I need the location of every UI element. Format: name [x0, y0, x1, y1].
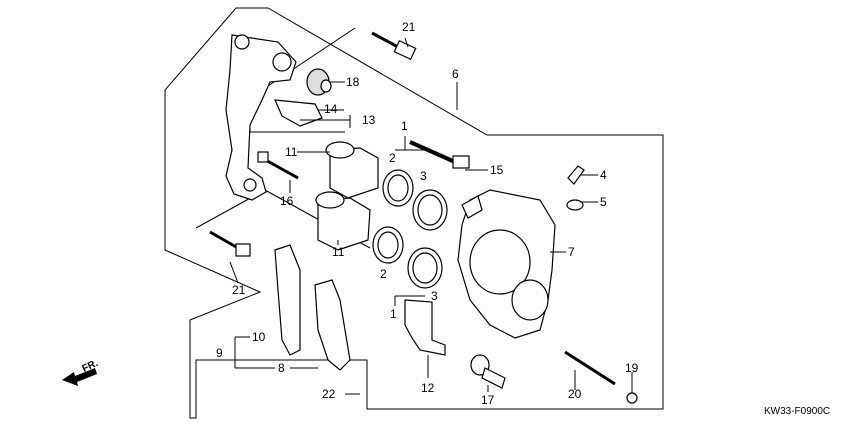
callout-19: 19	[625, 361, 639, 375]
pin-15-part	[409, 140, 470, 169]
callout-15: 15	[490, 163, 504, 177]
callout-18: 18	[346, 75, 360, 89]
callout-5: 5	[600, 195, 607, 209]
caliper-bracket-part	[225, 34, 297, 201]
callout-11-lower: 11	[332, 245, 345, 259]
pad-pin-20-part	[564, 350, 616, 386]
front-direction-arrow-icon	[62, 368, 97, 386]
bolt-21-upper-part	[371, 31, 417, 61]
callout-12: 12	[421, 381, 435, 395]
pad-spring-12-part	[404, 299, 446, 356]
front-direction-label: FR.	[81, 358, 100, 375]
callout-10: 10	[252, 330, 266, 344]
bolt-21-lower-part	[209, 230, 251, 257]
callout-22: 22	[322, 387, 336, 401]
callout-21-upper: 21	[402, 20, 416, 34]
bolt-17-part	[470, 354, 506, 389]
diagram-code: KW33-F0900C	[764, 406, 830, 417]
brake-pad-10-part	[274, 244, 301, 356]
callout-2-upper: 2	[389, 151, 396, 165]
piston-11-upper-part	[325, 141, 379, 199]
callout-11-upper: 11	[285, 145, 298, 159]
callout-6: 6	[452, 67, 459, 81]
bleeder-screw-4-part	[567, 165, 585, 185]
piston-11-lower-part	[315, 191, 371, 251]
callout-14: 14	[324, 102, 338, 116]
caliper-body-7-part	[457, 189, 556, 339]
callout-7: 7	[568, 245, 575, 259]
callout-16: 16	[280, 194, 294, 208]
callout-13: 13	[362, 113, 376, 127]
bolt-16-part	[257, 151, 299, 180]
callout-4: 4	[600, 168, 607, 182]
seals-2-3-upper-part	[382, 169, 448, 231]
clip-14-part	[274, 99, 323, 127]
callout-3-upper: 3	[420, 169, 427, 183]
callout-9: 9	[216, 346, 223, 360]
leader-lines	[229, 37, 633, 395]
callout-21-lower: 21	[232, 283, 246, 297]
plug-19-part	[626, 392, 638, 404]
assembly-boundary-outline	[164, 7, 664, 419]
callout-3-lower: 3	[431, 289, 438, 303]
callout-17: 17	[481, 393, 495, 407]
seals-2-3-lower-part	[372, 226, 443, 289]
boot-18-part	[306, 68, 332, 96]
callout-20: 20	[568, 387, 582, 401]
cap-5-part	[566, 199, 584, 211]
callout-2-lower: 2	[380, 267, 387, 281]
brake-pad-8-part	[314, 279, 351, 371]
callout-1-lower: 1	[390, 307, 397, 321]
callout-1-upper: 1	[401, 119, 408, 133]
callout-8: 8	[278, 361, 285, 375]
